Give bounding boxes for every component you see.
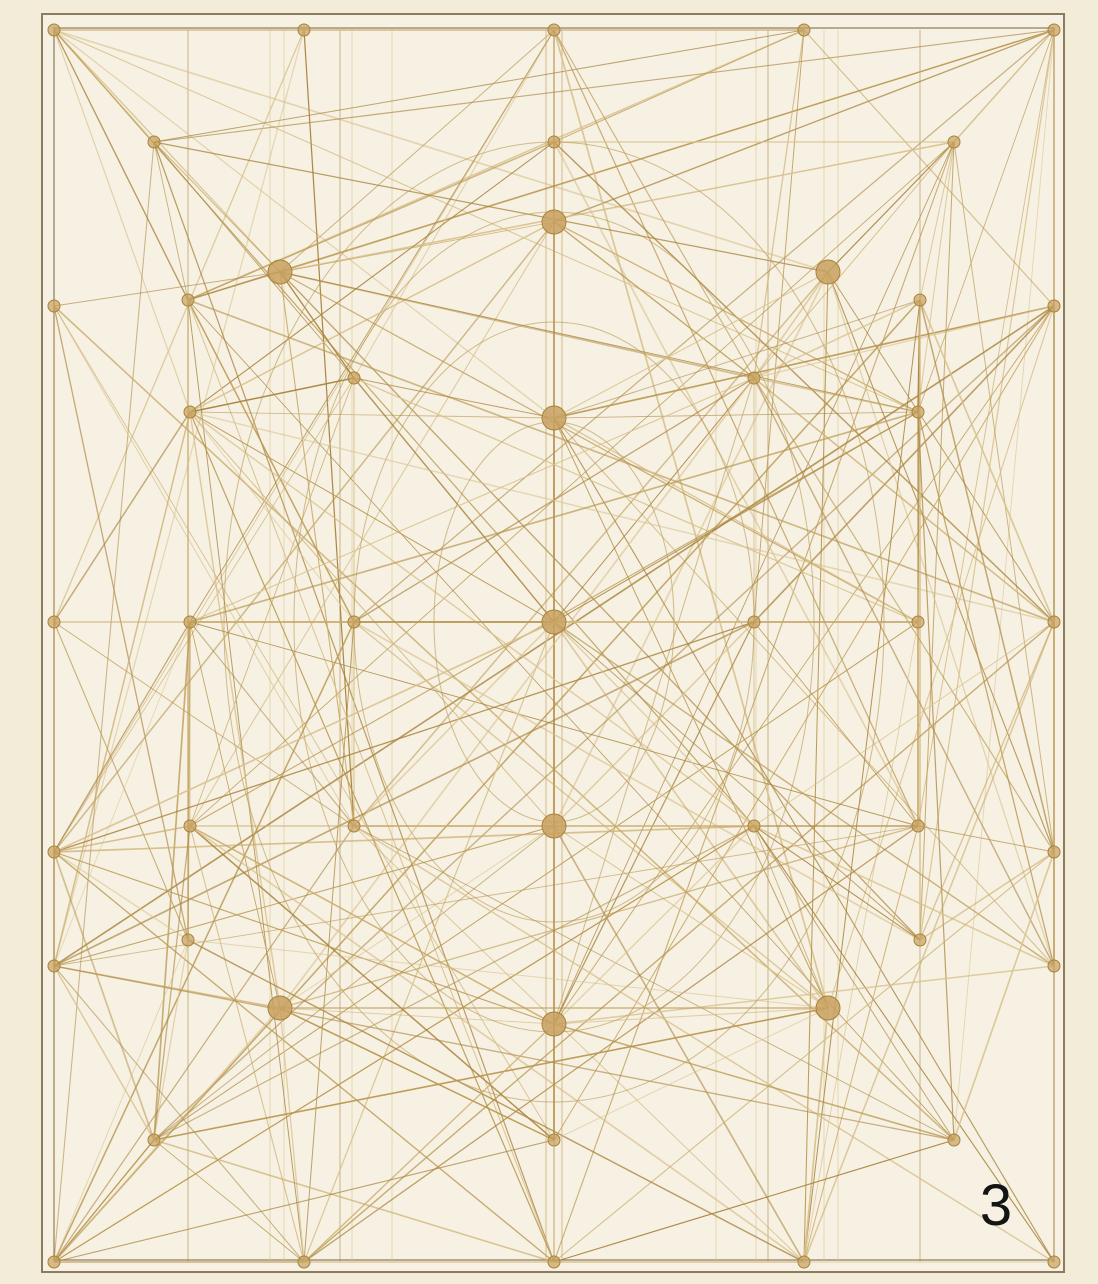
node-point	[914, 934, 926, 946]
node-point	[48, 1256, 60, 1268]
node-point	[1048, 24, 1060, 36]
node-point	[182, 294, 194, 306]
node-point	[948, 1134, 960, 1146]
node-point	[148, 1134, 160, 1146]
node-point	[184, 406, 196, 418]
node-point	[184, 616, 196, 628]
node-point	[348, 820, 360, 832]
node-point	[1048, 616, 1060, 628]
node-point	[798, 24, 810, 36]
node-point	[48, 24, 60, 36]
node-point	[548, 1256, 560, 1268]
node-point	[1048, 300, 1060, 312]
node-point	[748, 820, 760, 832]
node-point	[798, 1256, 810, 1268]
node-point	[548, 1134, 560, 1146]
node-point	[748, 616, 760, 628]
node-point	[184, 820, 196, 832]
node-point	[1048, 846, 1060, 858]
node-point	[298, 1256, 310, 1268]
node-point	[1048, 1256, 1060, 1268]
node-point	[816, 996, 840, 1020]
node-point	[542, 210, 566, 234]
node-point	[542, 406, 566, 430]
node-point	[268, 996, 292, 1020]
node-point	[298, 24, 310, 36]
node-point	[48, 846, 60, 858]
node-point	[268, 260, 292, 284]
node-point	[748, 372, 760, 384]
node-point	[148, 136, 160, 148]
node-point	[548, 136, 560, 148]
node-point	[912, 616, 924, 628]
node-point	[542, 1012, 566, 1036]
node-point	[48, 960, 60, 972]
node-point	[948, 136, 960, 148]
node-point	[914, 294, 926, 306]
node-point	[182, 934, 194, 946]
page-number: 3	[964, 1166, 1028, 1246]
node-point	[912, 406, 924, 418]
node-point	[912, 820, 924, 832]
node-point	[48, 300, 60, 312]
node-point	[348, 372, 360, 384]
node-point	[542, 814, 566, 838]
node-point	[542, 610, 566, 634]
node-point	[1048, 960, 1060, 972]
node-point	[816, 260, 840, 284]
node-point	[548, 24, 560, 36]
node-point	[48, 616, 60, 628]
node-point	[348, 616, 360, 628]
